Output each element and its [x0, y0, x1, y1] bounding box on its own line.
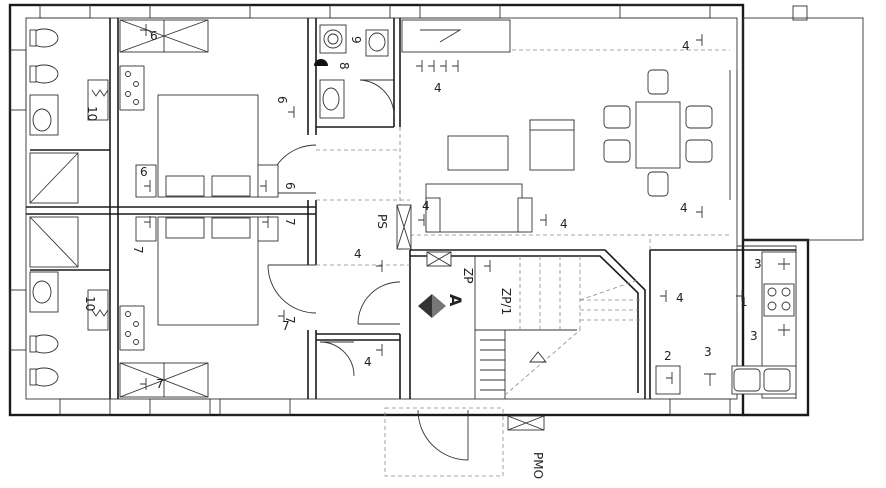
windows	[9, 4, 731, 416]
label-r4e: 4	[354, 247, 362, 261]
laundry	[314, 24, 389, 119]
label-r3a: 3	[754, 257, 762, 271]
label-r4a: 4	[434, 81, 442, 95]
room-labels: 6 6 6 6 7 7 7 7 7 8 9 10 10 4 4 4 4 4 4 …	[83, 29, 762, 479]
staircase	[474, 256, 639, 399]
label-r8: 8	[337, 62, 351, 70]
label-r6c: 6	[140, 165, 148, 179]
kitchen	[655, 251, 797, 399]
label-r9: 9	[349, 36, 363, 44]
bedroom-top	[119, 19, 279, 198]
label-r1: 1	[740, 295, 748, 309]
label-r6a: 6	[150, 29, 158, 43]
label-r3b: 3	[750, 329, 758, 343]
label-rzp: ZP	[461, 268, 475, 283]
label-r4g: 4	[422, 199, 430, 213]
bathroom-top	[29, 28, 109, 204]
label-r4d: 4	[560, 217, 568, 231]
label-r10b: 10	[83, 296, 97, 311]
label-r6d: 6	[283, 182, 297, 190]
bedroom-bottom	[119, 216, 279, 398]
label-r7e: 7	[282, 319, 290, 333]
label-r7a: 7	[131, 246, 145, 254]
label-r2: 2	[664, 349, 672, 363]
label-r4f: 4	[364, 355, 372, 369]
dashed-guides	[316, 49, 730, 477]
label-ra: A	[446, 294, 465, 307]
label-r4h: 4	[676, 291, 684, 305]
label-rzp1: ZP/1	[499, 288, 513, 315]
label-r7b: 7	[283, 218, 297, 226]
label-r3c: 3	[704, 345, 712, 359]
label-r4c: 4	[680, 201, 688, 215]
shafts	[396, 204, 545, 431]
radiators	[119, 65, 145, 351]
label-rps: PS	[375, 214, 389, 229]
label-r4b: 4	[682, 39, 690, 53]
door-swings	[267, 79, 469, 461]
label-r7c: 7	[283, 316, 297, 324]
label-rpmo: PMO	[531, 452, 545, 479]
label-r10a: 10	[85, 106, 99, 121]
label-r6b: 6	[275, 96, 289, 104]
entrance-marker	[418, 294, 446, 318]
interior-walls	[26, 18, 796, 399]
living-room	[401, 19, 713, 233]
label-r7d: 7	[156, 377, 164, 391]
terrace	[729, 5, 864, 241]
bathroom-bottom	[29, 216, 109, 387]
electrical-symbols	[140, 24, 790, 390]
